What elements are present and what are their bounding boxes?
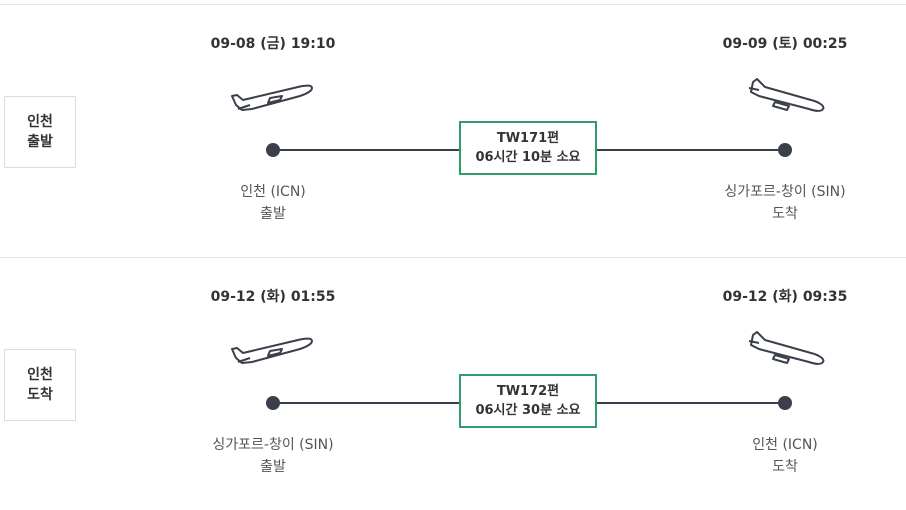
- leg-label: 인천 출발: [4, 96, 76, 168]
- origin-dot: [266, 143, 280, 157]
- leg-label-line2: 도착: [27, 387, 53, 403]
- origin-airport-name: 인천 (ICN): [240, 184, 306, 200]
- leg-label-line1: 인천: [27, 367, 53, 383]
- arrival-time: 09-12 (화) 09:35: [722, 289, 848, 305]
- destination-dot: [778, 396, 792, 410]
- leg-label: 인천 도착: [4, 349, 76, 421]
- flight-number: TW171편: [496, 131, 560, 146]
- airplane-landing-icon: [748, 331, 825, 365]
- origin-dot: [266, 396, 280, 410]
- leg-label-line2: 출발: [27, 134, 53, 150]
- origin-airport: 인천 (ICN) 출발: [240, 181, 306, 225]
- top-divider: [0, 4, 906, 5]
- departure-time: 09-08 (금) 19:10: [210, 36, 336, 52]
- flight-duration: 06시간 30분 소요: [475, 403, 581, 418]
- origin-action: 출발: [260, 206, 286, 222]
- airplane-takeoff-icon: [231, 84, 313, 111]
- flight-info-box: TW172편 06시간 30분 소요: [459, 374, 597, 428]
- flight-duration: 06시간 10분 소요: [475, 150, 581, 165]
- destination-airport: 인천 (ICN) 도착: [752, 434, 818, 478]
- outbound-leg: 인천 출발 09-08 (금) 19:10 09-09 (토) 00:25 TW…: [0, 4, 906, 257]
- leg-divider: [0, 257, 906, 258]
- origin-airport-name: 싱가포르-창이 (SIN): [212, 437, 334, 453]
- airplane-landing-icon: [748, 78, 825, 112]
- leg-label-line1: 인천: [27, 114, 53, 130]
- destination-action: 도착: [772, 459, 798, 475]
- destination-airport-name: 싱가포르-창이 (SIN): [724, 184, 846, 200]
- departure-time: 09-12 (화) 01:55: [210, 289, 336, 305]
- flight-info-box: TW171편 06시간 10분 소요: [459, 121, 597, 175]
- return-leg: 인천 도착 09-12 (화) 01:55 09-12 (화) 09:35 TW…: [0, 257, 906, 510]
- airplane-takeoff-icon: [231, 337, 313, 364]
- destination-action: 도착: [772, 206, 798, 222]
- destination-airport-name: 인천 (ICN): [752, 437, 818, 453]
- arrival-time: 09-09 (토) 00:25: [722, 36, 848, 52]
- flight-number: TW172편: [496, 384, 560, 399]
- origin-action: 출발: [260, 459, 286, 475]
- origin-airport: 싱가포르-창이 (SIN) 출발: [212, 434, 333, 478]
- destination-airport: 싱가포르-창이 (SIN) 도착: [724, 181, 845, 225]
- destination-dot: [778, 143, 792, 157]
